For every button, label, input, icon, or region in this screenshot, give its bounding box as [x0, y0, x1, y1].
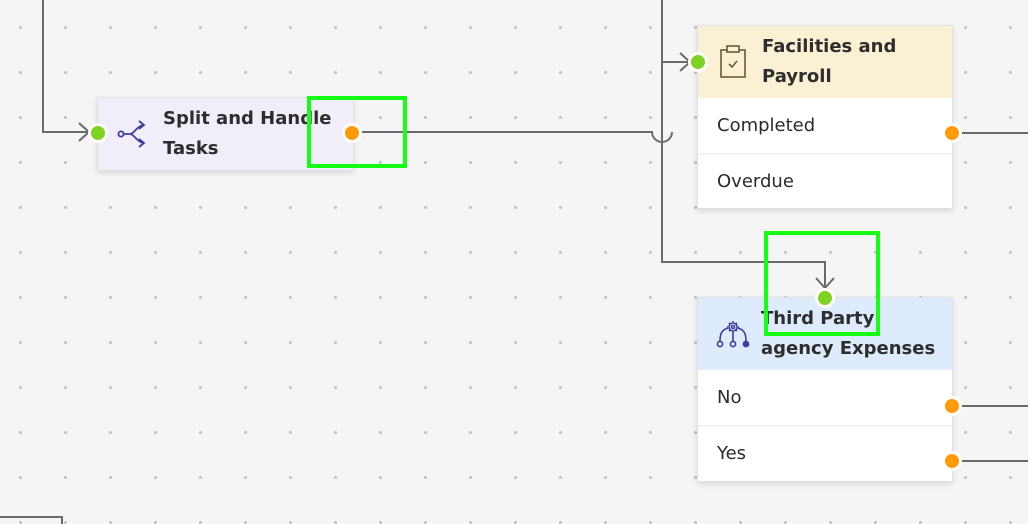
- connector-bottom-left: [0, 516, 63, 524]
- output-label: Completed: [717, 115, 816, 136]
- split-input-port[interactable]: [88, 123, 108, 143]
- output-row-yes[interactable]: Yes: [698, 425, 952, 480]
- output-row-overdue[interactable]: Overdue: [698, 153, 952, 208]
- node-title: Facilities and Payroll: [762, 36, 897, 87]
- connector-vertical: [661, 0, 826, 290]
- output-row-no[interactable]: No: [698, 370, 952, 425]
- output-label: No: [717, 387, 742, 408]
- output-label: Overdue: [717, 171, 794, 192]
- yes-output-port[interactable]: [942, 451, 962, 471]
- split-arrows-icon: [117, 120, 146, 148]
- third-party-node[interactable]: Third Party agency Expenses No Yes: [697, 297, 953, 482]
- connector-to-split: [42, 0, 92, 133]
- split-output-port[interactable]: [342, 123, 362, 143]
- split-node[interactable]: Split and Handle Tasks: [97, 97, 354, 171]
- node-title: Split and Handle Tasks: [163, 108, 332, 159]
- completed-output-port[interactable]: [942, 123, 962, 143]
- gear-network-icon: [716, 321, 750, 348]
- third-party-input-port[interactable]: [815, 288, 835, 308]
- facilities-node[interactable]: Facilities and Payroll Completed Overdue: [697, 25, 953, 209]
- facilities-input-port[interactable]: [688, 52, 708, 72]
- clipboard-check-icon: [720, 45, 746, 78]
- output-row-completed[interactable]: Completed: [698, 98, 952, 153]
- node-title: Third Party agency Expenses: [761, 308, 936, 359]
- output-label: Yes: [717, 443, 747, 464]
- no-output-port[interactable]: [942, 396, 962, 416]
